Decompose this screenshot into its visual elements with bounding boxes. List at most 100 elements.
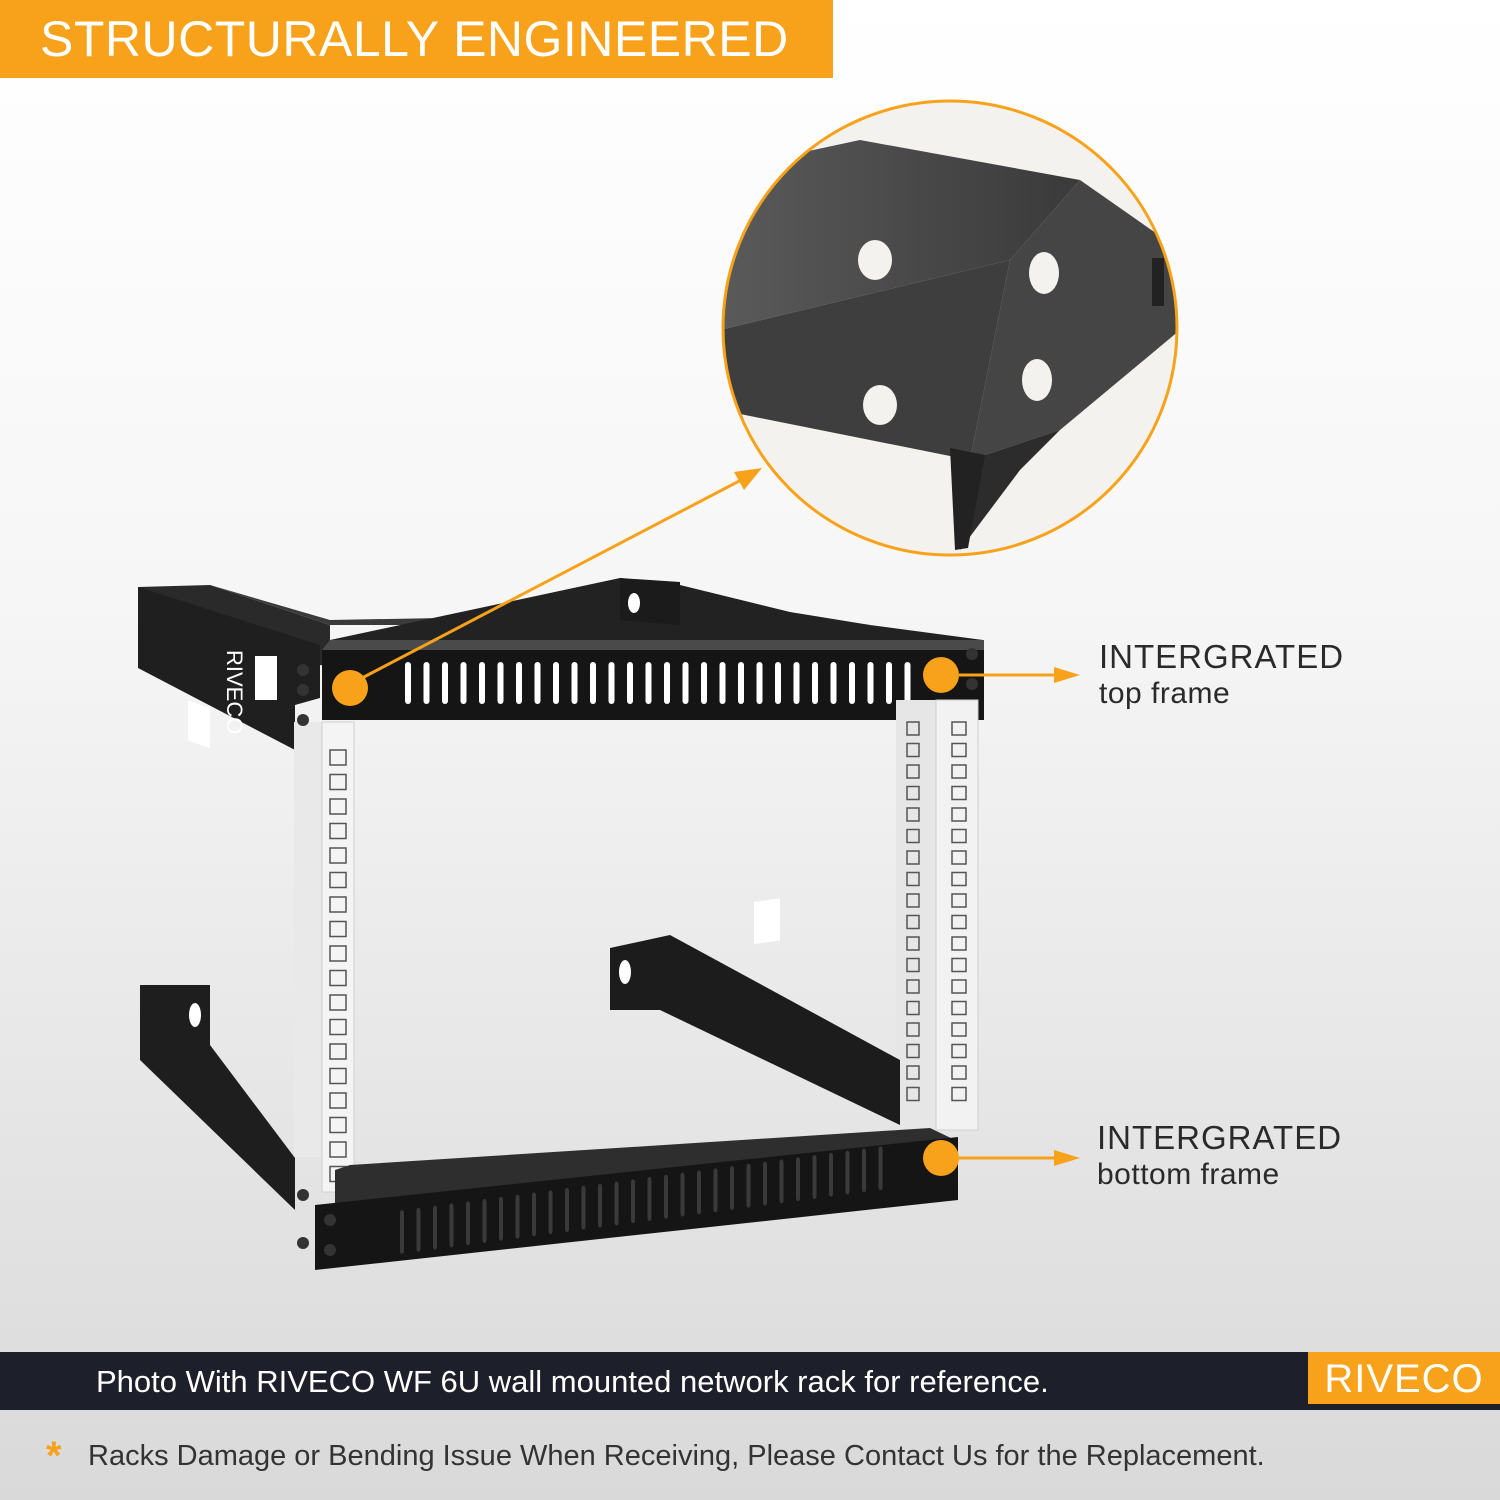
vent-slot [405,662,411,704]
vent-slot [796,1157,800,1202]
vent-slot [571,662,578,704]
rail-hole [906,979,920,994]
rail-hole [906,1000,920,1016]
vent-slot [775,662,781,704]
callout-bottom-title: INTERGRATED [1097,1119,1343,1156]
rail-hole [329,1116,347,1134]
rail-hole [951,1000,967,1016]
vent-slot [812,662,818,704]
rail-hole [906,957,920,973]
vent-slot [534,662,541,704]
dot-marker-icon [923,1140,959,1176]
vent-slot [701,662,707,704]
vent-slot [645,662,652,704]
brand-logo: RIVECO [1308,1352,1500,1404]
vent-slot [497,662,504,704]
rail-hole [951,1043,967,1059]
rail-hole [906,764,920,779]
rail-hole [951,936,967,951]
vent-slot [697,1170,701,1215]
vent-slot [719,662,726,704]
vent-slot [730,1166,734,1210]
zoom-detail-circle [721,99,1179,557]
rail-hole [906,871,920,887]
vent-slot [416,1207,421,1252]
dot-marker-icon [923,657,959,693]
rail-hole [906,1065,920,1080]
rail-hole [951,785,967,801]
vent-slot [460,662,467,704]
rail-hole [951,1086,967,1102]
page-title: STRUCTURALLY ENGINEERED [40,11,789,67]
callout-top-title: INTERGRATED [1099,638,1345,675]
rail-hole [906,893,920,908]
rack-back-top-bracket [620,578,680,625]
arrow-icon [734,468,762,490]
dot-marker-icon [332,670,368,706]
rail-hole [906,1086,920,1102]
vent-slot [631,1179,635,1224]
vent-slot [664,1174,668,1219]
rail-hole [951,807,967,822]
rail-hole [329,1067,347,1085]
rail-hole [329,994,347,1011]
bottom-frame-vents [400,1146,883,1254]
rack-side-branding: RIVECO [188,650,277,749]
vent-slot [581,1185,586,1230]
vent-slot [878,1146,883,1191]
rail-hole [906,850,920,865]
callout-arrow-bottom [923,1140,1080,1176]
vent-slot [553,662,559,704]
vent-slot [680,1172,685,1217]
rail-hole [951,828,967,844]
caption-text: Photo With RIVECO WF 6U wall mounted net… [96,1364,1049,1399]
rail-hole [951,764,967,779]
vent-slot [532,1192,536,1237]
vent-slot [516,662,522,704]
vent-slot [830,662,837,704]
vent-slot [423,662,430,704]
rail-hole [329,798,347,815]
rail-hole [951,850,967,865]
rail-hole [329,1141,347,1158]
rail-hole [906,742,920,758]
vent-slot [849,662,855,704]
callout-arrow-top [923,657,1080,693]
rail-hole [906,785,920,801]
vent-slot [829,1152,833,1197]
rack-right-rail [896,699,979,1131]
vent-slot [862,1148,866,1193]
vent-slot [779,1159,784,1204]
arrow-icon [1054,667,1080,683]
vent-slot [682,662,689,704]
vent-slot [793,662,800,704]
rail-hole [906,1022,920,1037]
vent-slot [449,1203,454,1248]
rack-screws [297,648,978,1256]
header-banner: STRUCTURALLY ENGINEERED [0,0,833,78]
vent-slot [746,1163,751,1208]
vent-slot [904,662,911,704]
vent-slot [466,1201,470,1246]
rail-hole [951,1022,967,1037]
vent-slot [479,662,485,704]
rail-hole [329,945,347,962]
rail-hole [329,871,347,889]
rail-hole [329,822,347,840]
vent-slot [756,662,763,704]
vent-slot [738,662,744,704]
rail-hole [906,721,920,736]
rail-hole [951,957,967,973]
vent-slot [400,1210,404,1254]
rail-hole [329,920,347,938]
vent-slot [713,1168,718,1213]
rail-hole [906,828,920,844]
callout-arrow-zoom [332,468,762,706]
vent-slot [664,662,670,704]
vent-slot [647,1177,652,1221]
rail-hole [906,914,920,930]
rail-hole [951,914,967,930]
caption-bar: Photo With RIVECO WF 6U wall mounted net… [0,1352,1500,1410]
rail-hole [329,1043,347,1060]
rail-hole [329,1092,347,1109]
